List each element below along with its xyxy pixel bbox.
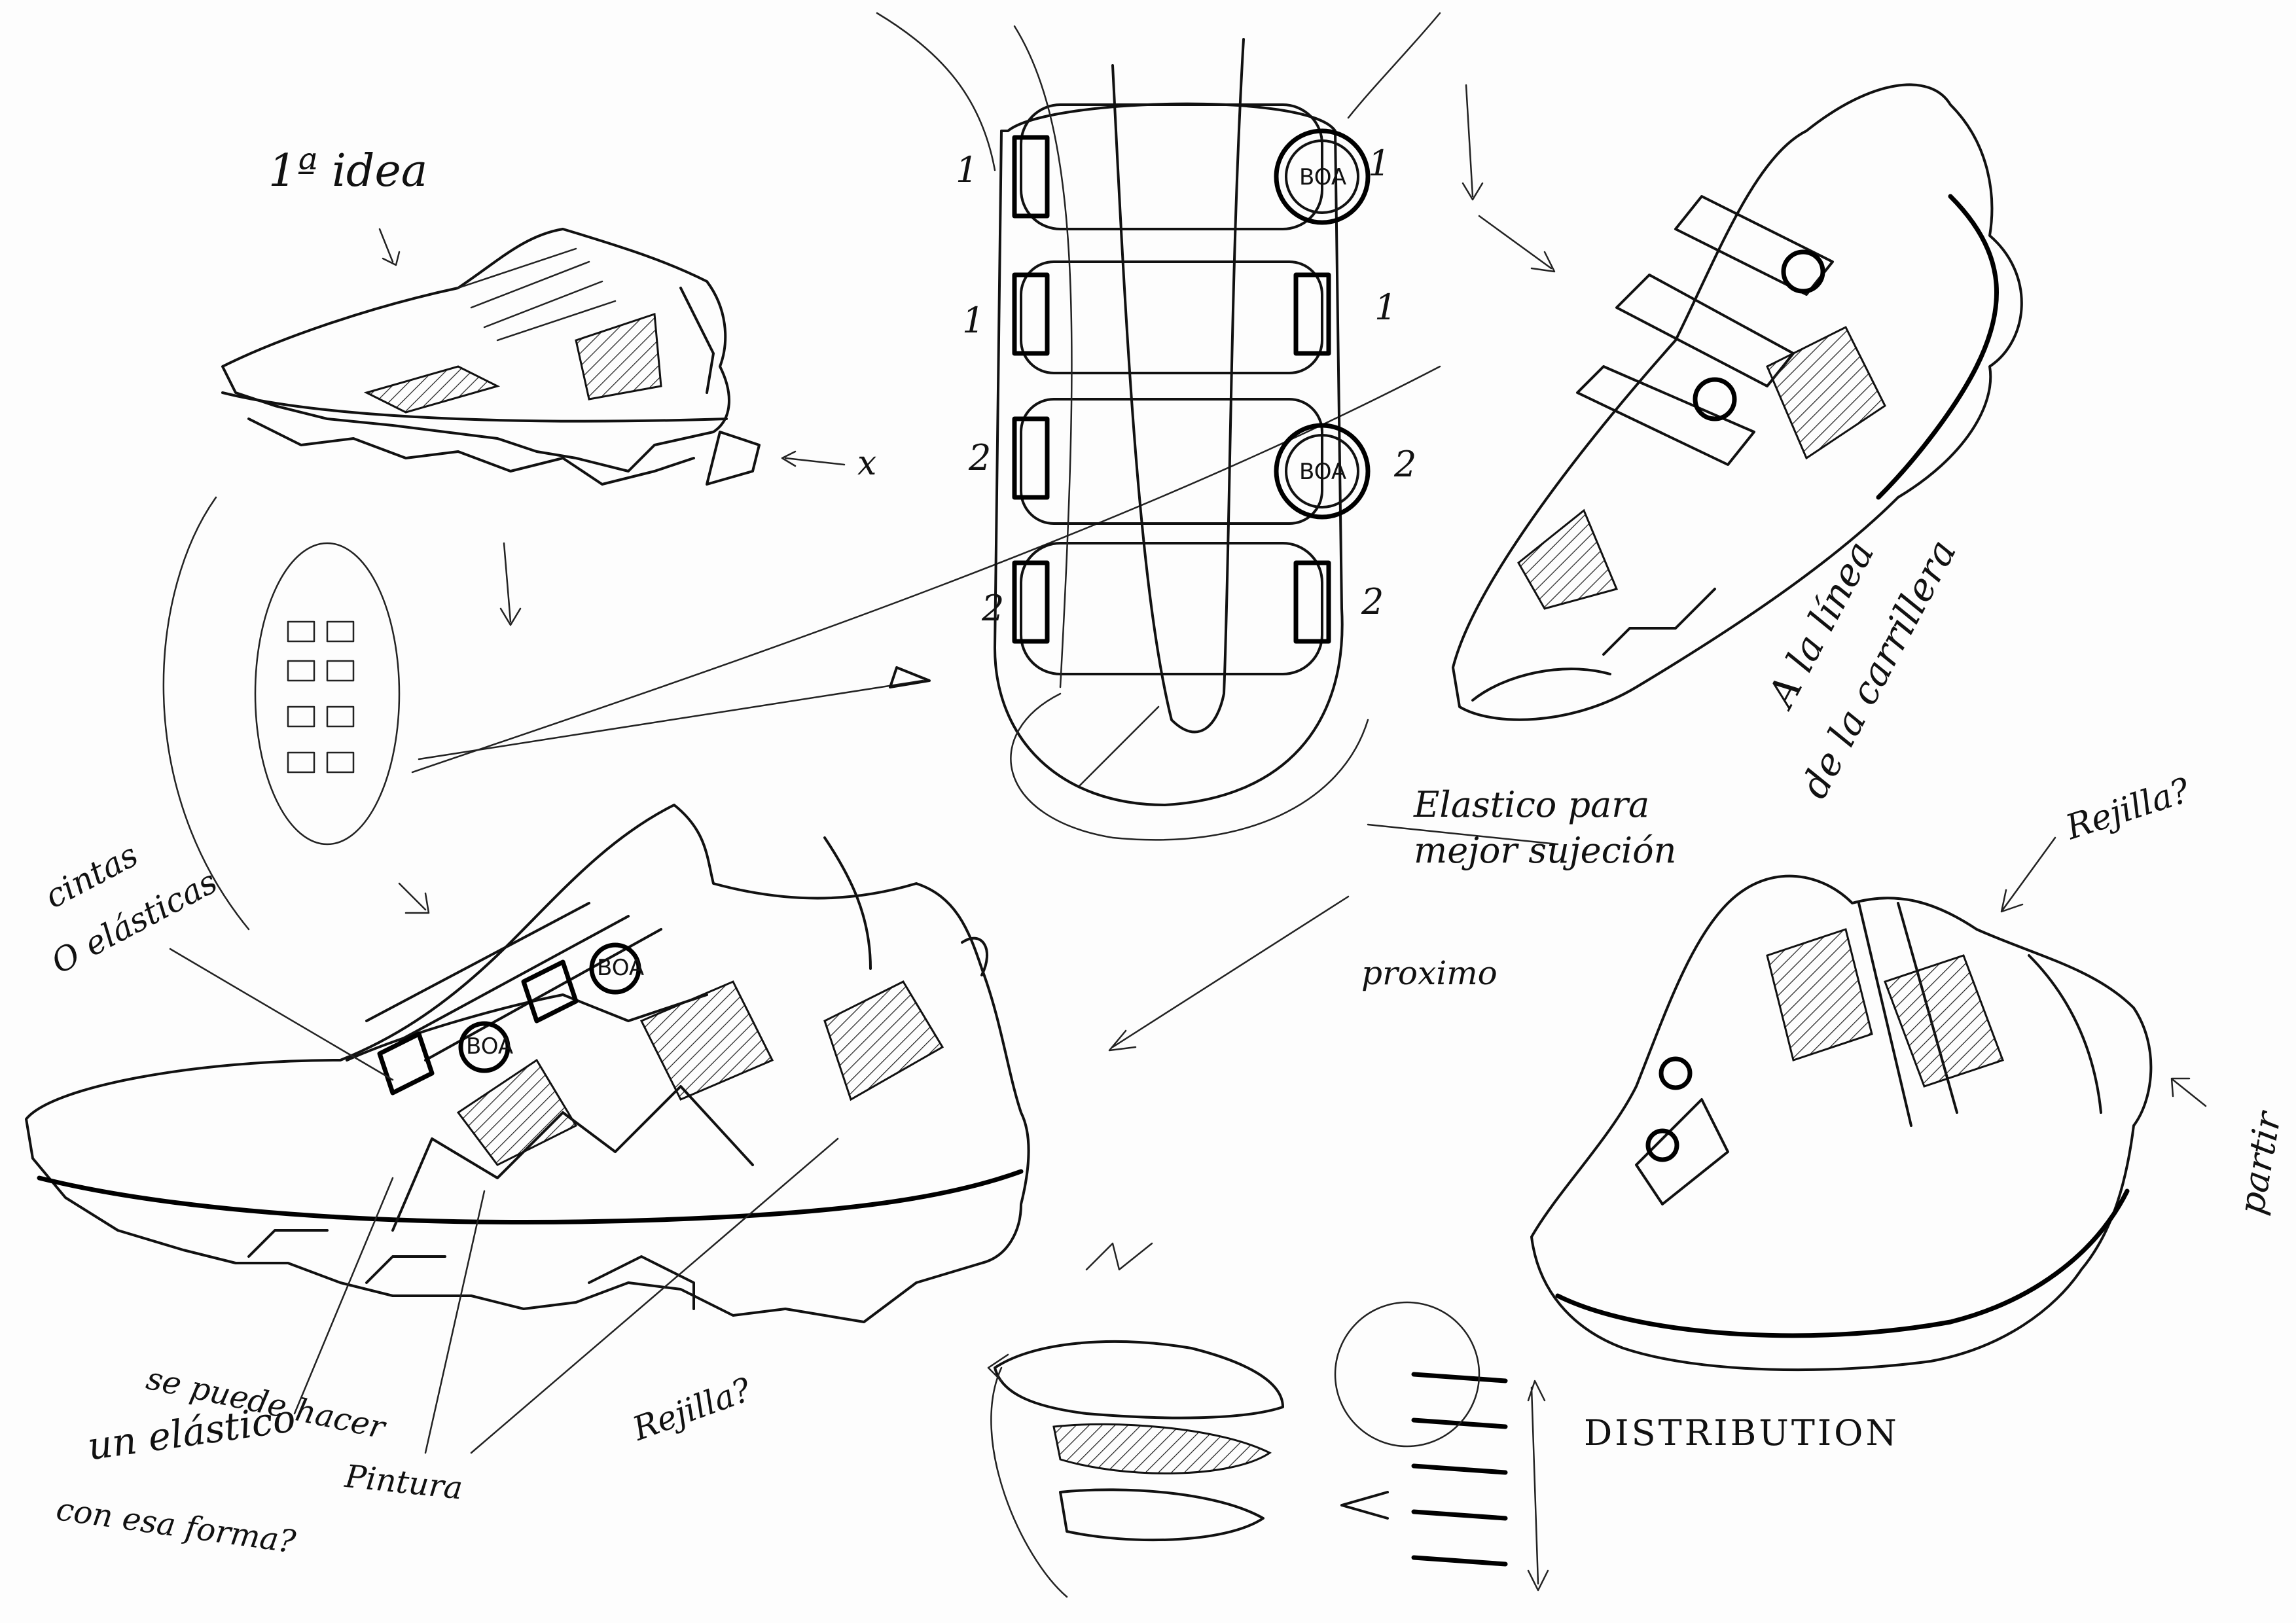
arrow-cintas [169,948,394,1081]
lacing-concept [254,542,401,846]
note-first-idea: 1ª idea [268,145,428,197]
boa-dial-label: BOA [1299,164,1346,190]
note-elastico-line1: Elastico para [1414,784,1650,825]
arrow-rejilla-top [2000,836,2056,913]
boa-dial-label: BOA [466,1033,513,1060]
guide-curve-left [162,496,250,931]
arrow-small-center [398,882,430,914]
guide-top-right [1347,12,1441,119]
note-elastico-line2: mejor sujeción [1414,830,1677,871]
boa-dial-label: BOA [597,955,644,981]
strap-number: 2 [969,437,992,478]
arrow-first-idea [378,228,401,266]
strap-number: 1 [1374,287,1397,328]
strap-number: 2 [1361,581,1384,622]
arrow-down-small [499,542,522,626]
arrow-partir [2170,1077,2207,1107]
squiggle [1085,1242,1153,1271]
leader-pintura-2 [470,1137,839,1454]
leader-se-puede [293,1177,394,1415]
arrow-cross [781,450,846,467]
note-distribution: DISTRIBUTION [1584,1412,1899,1454]
strap-number: 1 [1368,143,1391,184]
leader-pintura [424,1190,486,1454]
strap-number: 2 [1394,444,1417,485]
strap-number: 1 [962,300,985,341]
boa-dial-label: BOA [1299,459,1346,485]
arrow-down-right [1462,84,1484,201]
arrow-to-topview [889,666,931,688]
shoe-rear-three-quarter [1530,874,2153,1372]
shoe-three-quarter [1452,83,2023,721]
guide-line-mid [418,679,924,760]
guide-top-left [876,12,996,171]
sole-layer-study [987,1301,1549,1598]
topview-strap-diagram: BOA BOA [994,25,1371,841]
strap-number: 1 [956,149,978,190]
shoe-side-large: BOA BOA [25,804,1030,1323]
arrow-to-shoe-right [1478,215,1556,273]
note-cross-mark: x [857,444,877,483]
guide-line-long [411,365,1441,774]
shoe-first-idea [221,228,761,486]
note-proximo: proximo [1361,954,1498,992]
strap-number: 2 [982,588,1005,629]
arrow-to-side-shoe [1108,895,1350,1052]
guide-elastico [1367,823,1559,846]
